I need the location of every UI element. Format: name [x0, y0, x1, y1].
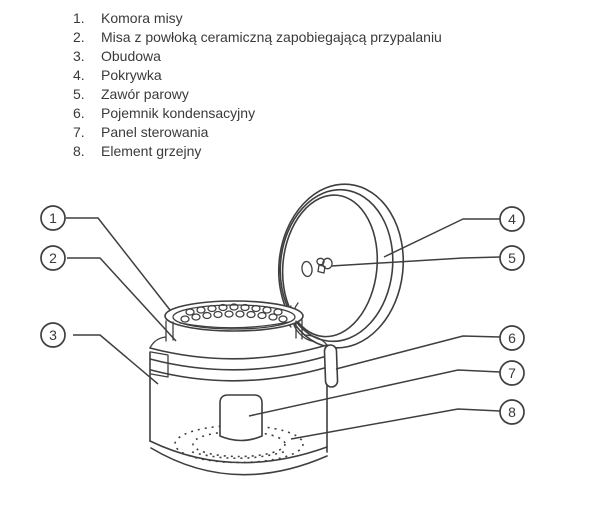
callout-circle	[499, 206, 525, 232]
leader-line-8	[290, 408, 501, 440]
part-label: Misa z powłoką ceramiczną zapobiegającą …	[101, 29, 442, 45]
callout-number: 6	[508, 330, 516, 346]
leader-line-2	[67, 257, 177, 342]
leader-line-6	[335, 335, 501, 370]
part-number: 7.	[73, 124, 85, 140]
part-label: Element grzejny	[101, 143, 202, 159]
leader-line-4	[383, 218, 500, 258]
parts-list-item: 1. Komora misy	[73, 9, 442, 28]
part-number: 6.	[73, 105, 85, 121]
part-number: 4.	[73, 67, 85, 83]
callout-5: 5	[499, 245, 525, 271]
leader-line-3	[73, 334, 159, 385]
callout-circle	[499, 245, 525, 271]
callout-circle	[499, 325, 525, 351]
callout-number: 2	[49, 250, 57, 266]
callout-6: 6	[499, 325, 525, 351]
part-number: 8.	[73, 143, 85, 159]
bowl-drawing	[164, 300, 304, 342]
part-number: 5.	[73, 86, 85, 102]
parts-list-item: 6. Pojemnik kondensacyjny	[73, 104, 442, 123]
part-label: Obudowa	[101, 48, 161, 64]
callout-circle	[499, 399, 525, 425]
part-number: 2.	[73, 29, 85, 45]
parts-list: 1. Komora misy 2. Misa z powłoką ceramic…	[73, 9, 442, 161]
steam-valve-drawing	[301, 257, 333, 278]
parts-list-item: 7. Panel sterowania	[73, 123, 442, 142]
parts-list-item: 8. Element grzejny	[73, 142, 442, 161]
part-label: Zawór parowy	[101, 86, 189, 102]
part-label: Pojemnik kondensacyjny	[101, 105, 256, 121]
callout-number: 4	[508, 211, 516, 227]
parts-list-item: 4. Pokrywka	[73, 66, 442, 85]
leader-line-7	[248, 369, 501, 417]
lid-drawing	[277, 183, 405, 349]
heating-element-drawing	[174, 424, 304, 464]
parts-list-item: 5. Zawór parowy	[73, 85, 442, 104]
callout-number: 3	[49, 327, 57, 343]
part-number: 3.	[73, 48, 85, 64]
callout-number: 5	[508, 250, 516, 266]
leader-line-5	[330, 256, 501, 267]
callout-circle	[40, 322, 66, 348]
callout-circle	[40, 205, 66, 231]
callout-number: 7	[508, 365, 516, 381]
steam-plate-holes	[180, 303, 288, 323]
part-label: Panel sterowania	[101, 124, 209, 140]
callout-1: 1	[40, 205, 66, 231]
callout-8: 8	[499, 399, 525, 425]
callout-2: 2	[40, 245, 66, 271]
parts-list-item: 3. Obudowa	[73, 47, 442, 66]
condensation-container-drawing	[323, 344, 339, 388]
callout-circle	[40, 245, 66, 271]
control-panel-drawing	[219, 394, 263, 442]
part-label: Komora misy	[101, 10, 183, 26]
leader-line-1	[66, 217, 171, 311]
parts-list-item: 2. Misa z powłoką ceramiczną zapobiegają…	[73, 28, 442, 47]
callout-3: 3	[40, 322, 66, 348]
callout-number: 8	[508, 404, 516, 420]
part-number: 1.	[73, 10, 85, 26]
part-label: Pokrywka	[101, 67, 162, 83]
callout-7: 7	[499, 360, 525, 386]
callout-circle	[499, 360, 525, 386]
leader-lines	[66, 217, 501, 440]
callout-number: 1	[49, 210, 57, 226]
callout-4: 4	[499, 206, 525, 232]
